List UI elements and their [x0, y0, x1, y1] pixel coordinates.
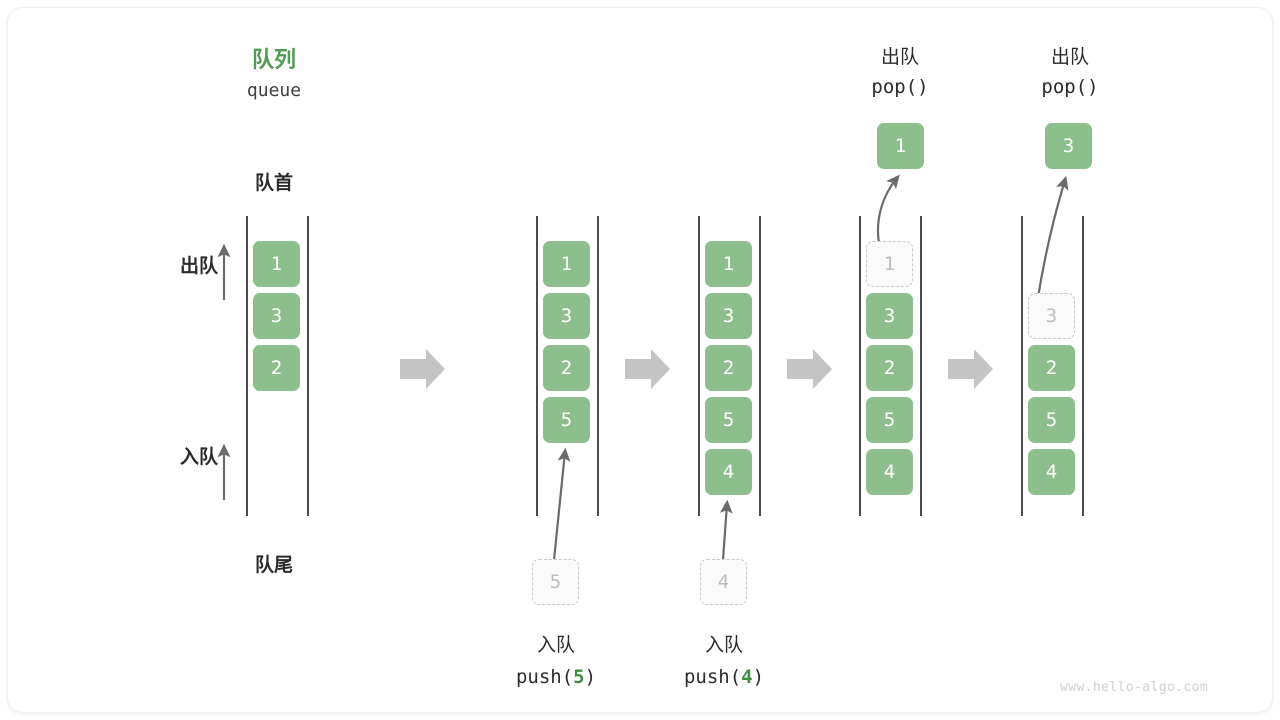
- queue-cell: 4: [866, 449, 913, 495]
- queue-cell: 3: [705, 293, 752, 339]
- transition-arrow-4: [948, 349, 993, 389]
- queue-cell: 2: [705, 345, 752, 391]
- queue-cell: 4: [1028, 449, 1075, 495]
- rear-label: 队尾: [254, 555, 293, 576]
- queue-cell: 1: [705, 241, 752, 287]
- incoming-ghost-cell: 4: [700, 559, 747, 605]
- queue-cell: 5: [1028, 397, 1075, 443]
- queue-rail-left-stage-1: [246, 216, 248, 516]
- enqueue-label: 入队: [179, 447, 218, 468]
- popped-cell: 3: [1045, 123, 1092, 169]
- queue-cell: 1: [543, 241, 590, 287]
- push-4-code-prefix: push(: [683, 666, 742, 688]
- watermark: www.hello-algo.com: [1060, 680, 1209, 695]
- popped-cell: 1: [877, 123, 924, 169]
- pop-3-arrow: [1035, 175, 1069, 305]
- queue-rail-right-stage-4: [920, 216, 922, 516]
- push-4-op-code: push(4): [644, 666, 804, 688]
- push-4-arrow: [719, 499, 733, 561]
- queue-rail-left-stage-5: [1021, 216, 1023, 516]
- incoming-ghost-cell: 5: [532, 559, 579, 605]
- queue-cell-new: 5: [543, 397, 590, 443]
- pop-3-op-label: 出队: [1050, 47, 1089, 68]
- transition-arrow-3: [787, 349, 832, 389]
- queue-cell: 5: [705, 397, 752, 443]
- queue-rail-left-stage-3: [698, 216, 700, 516]
- queue-rail-right-stage-5: [1082, 216, 1084, 516]
- push-5-code-suffix: ): [584, 666, 597, 688]
- queue-cell: 2: [866, 345, 913, 391]
- page-subtitle: queue: [246, 80, 302, 101]
- queue-cell: 2: [1028, 345, 1075, 391]
- queue-cell-new: 4: [705, 449, 752, 495]
- pop-3-op-code: pop(): [1041, 76, 1099, 98]
- pop-1-arrow: [876, 174, 900, 249]
- push-5-arrow: [552, 447, 571, 561]
- queue-cell: 3: [253, 293, 300, 339]
- queue-rail-left-stage-2: [536, 216, 538, 516]
- dequeue-label: 出队: [179, 256, 218, 277]
- queue-cell: 5: [866, 397, 913, 443]
- push-5-code-prefix: push(: [515, 666, 574, 688]
- push-4-code-value: 4: [741, 666, 753, 688]
- queue-cell: 3: [866, 293, 913, 339]
- transition-arrow-2: [625, 349, 670, 389]
- queue-cell: 1: [253, 241, 300, 287]
- arrows-overlay: [217, 174, 1069, 561]
- queue-cell-removed: 3: [1028, 293, 1075, 339]
- transition-arrow-1: [400, 349, 445, 389]
- queue-cell-removed: 1: [866, 241, 913, 287]
- front-label: 队首: [254, 173, 293, 194]
- pop-1-op-label: 出队: [880, 47, 919, 68]
- queue-rail-right-stage-2: [597, 216, 599, 516]
- queue-rail-right-stage-3: [759, 216, 761, 516]
- push-4-op-label: 入队: [704, 635, 743, 656]
- queue-rail-left-stage-4: [859, 216, 861, 516]
- diagram-card: 队列 queue 队首 队尾 出队 入队 1 3 2 1 3 2 5 5 入队 …: [8, 8, 1272, 712]
- push-4-code-suffix: ): [752, 666, 765, 688]
- queue-cell: 3: [543, 293, 590, 339]
- queue-cell: 2: [543, 345, 590, 391]
- push-5-op-label: 入队: [536, 635, 575, 656]
- queue-cell: 2: [253, 345, 300, 391]
- push-5-op-code: push(5): [476, 666, 636, 688]
- push-5-code-value: 5: [573, 666, 585, 688]
- page-title: 队列: [251, 47, 296, 72]
- pop-1-op-code: pop(): [871, 76, 929, 98]
- queue-rail-right-stage-1: [307, 216, 309, 516]
